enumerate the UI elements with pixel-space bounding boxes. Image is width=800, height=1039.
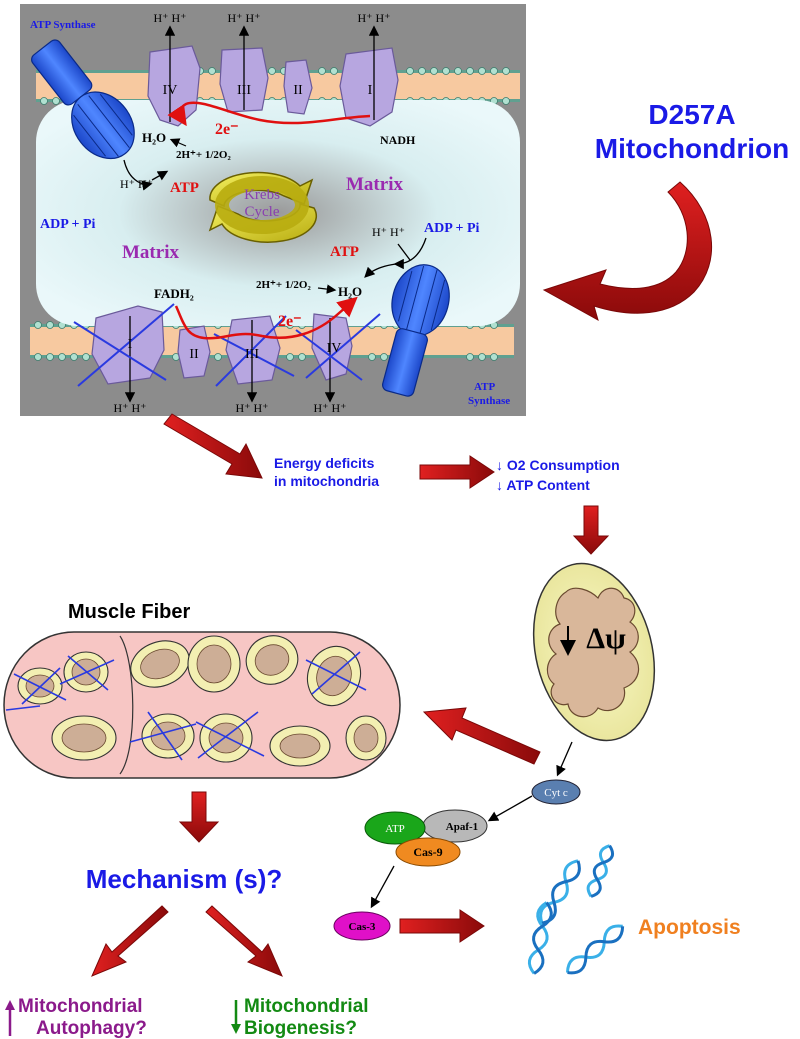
proton-pair-top-iv: H⁺ H⁺ bbox=[154, 11, 187, 25]
atp-top: ATP bbox=[170, 180, 199, 196]
complex-iii-bottom-label: III bbox=[245, 347, 259, 362]
electron-path-bottom bbox=[174, 296, 358, 340]
atp-synthase-top bbox=[31, 39, 135, 160]
muscle-mito-crosses bbox=[5, 651, 367, 761]
complex-ii-top bbox=[283, 59, 313, 115]
depolarized-mitochondrion bbox=[532, 562, 656, 742]
energy-deficits-line-1: Energy deficits bbox=[274, 455, 375, 471]
curved-red-arrow bbox=[542, 181, 713, 322]
energy-deficits-line-2: in mitochondria bbox=[274, 473, 379, 489]
proton-pair-matrix-bottom: H⁺ H⁺ bbox=[372, 225, 405, 239]
complex-iv-top bbox=[147, 45, 201, 127]
oxygen-reaction-bottom: 2H⁺+ 1/2O₂ bbox=[256, 279, 311, 291]
autophagy-line-1: Mitochondrial bbox=[18, 996, 143, 1017]
adp-pi-top: ADP + Pi bbox=[40, 217, 96, 232]
adp-pi-bottom: ADP + Pi bbox=[424, 221, 480, 236]
cas3-label: Cas-3 bbox=[349, 921, 376, 933]
atp-oval-label: ATP bbox=[385, 823, 405, 835]
biogenesis-line-1: Mitochondrial bbox=[244, 996, 369, 1017]
cyt-c-label: Cyt c bbox=[544, 787, 568, 799]
atp-synthase-bottom-label-1: ATP bbox=[474, 381, 495, 393]
atp-oval bbox=[364, 811, 426, 845]
arrow-cas3-to-dna bbox=[399, 909, 485, 943]
electrons-top: 2e⁻ bbox=[215, 121, 239, 138]
proton-pair-top-i: H⁺ H⁺ bbox=[358, 11, 391, 25]
cas9-label: Cas-9 bbox=[413, 845, 442, 859]
water-arrow-top bbox=[169, 138, 187, 148]
arrow-to-biogenesis bbox=[205, 905, 283, 977]
complex-iv-bottom-label: IV bbox=[327, 341, 342, 356]
fadh2-label: FADH₂ bbox=[154, 286, 194, 301]
proton-pair-matrix-top: H⁺ H⁺ bbox=[120, 177, 153, 191]
biogenesis-line-2: Biogenesis? bbox=[244, 1018, 357, 1039]
proton-pair-top-iii: H⁺ H⁺ bbox=[228, 11, 261, 25]
complex-iii-top-label: III bbox=[237, 83, 251, 98]
cyt-c-oval bbox=[531, 779, 581, 805]
title-line-1: D257A bbox=[648, 99, 735, 130]
atp-synthase-bottom bbox=[382, 264, 450, 397]
proton-pair-bottom-i: H⁺ H⁺ bbox=[114, 401, 147, 415]
apoptosis-label: Apoptosis bbox=[638, 916, 741, 939]
dna-fragments bbox=[527, 844, 625, 975]
electron-path-top bbox=[167, 101, 371, 127]
arrow-panel-to-energy bbox=[163, 413, 263, 479]
arrow-muscle-to-mechanism bbox=[178, 791, 220, 843]
autophagy-line-2: Autophagy? bbox=[36, 1018, 147, 1039]
muscle-fiber-cut bbox=[119, 635, 134, 775]
water-top: H₂O bbox=[142, 130, 166, 145]
complex-iv-top-label: IV bbox=[163, 83, 178, 98]
apaf1-label: Apaf-1 bbox=[446, 821, 478, 833]
synthase-flow-top bbox=[123, 159, 153, 191]
cas3-oval bbox=[333, 911, 391, 941]
complex-ii-top-label: II bbox=[293, 83, 303, 98]
arrow-energy-to-o2 bbox=[419, 455, 495, 489]
complex-ii-bottom-label: II bbox=[189, 347, 199, 362]
atp-synthase-bottom-label-2: Synthase bbox=[468, 395, 510, 407]
complex-i-top-label: I bbox=[368, 83, 373, 98]
cycle-label: Cycle bbox=[245, 204, 280, 220]
complex-i-top bbox=[339, 47, 399, 127]
bottom-complexes bbox=[91, 305, 353, 385]
mechanism-label: Mechanism (s)? bbox=[86, 864, 283, 894]
title-line-2: Mitochondrion bbox=[595, 133, 789, 164]
atp-content: ↓ ATP Content bbox=[496, 477, 590, 493]
proton-pair-bottom-iii: H⁺ H⁺ bbox=[236, 401, 269, 415]
top-complexes bbox=[147, 45, 399, 127]
arrow-mito-to-muscle bbox=[422, 707, 541, 765]
complex-i-bottom-label: I bbox=[128, 337, 133, 352]
water-bottom: H₂O bbox=[338, 284, 362, 299]
delta-psi: Δψ bbox=[586, 622, 626, 655]
matrix-region bbox=[36, 100, 520, 326]
muscle-fiber-title: Muscle Fiber bbox=[68, 601, 190, 623]
proton-pair-bottom-iv: H⁺ H⁺ bbox=[314, 401, 347, 415]
krebs-label: Krebs bbox=[244, 187, 280, 203]
o2-consumption: ↓ O2 Consumption bbox=[496, 457, 620, 473]
blocked-crosses bbox=[73, 303, 381, 387]
electrons-bottom: 2e⁻ bbox=[278, 313, 302, 330]
arrow-to-autophagy bbox=[91, 905, 169, 977]
complex-i-bottom bbox=[91, 305, 165, 385]
matrix-label-right: Matrix bbox=[346, 174, 403, 195]
cas9-oval bbox=[395, 837, 461, 867]
synthase-flow-bottom bbox=[364, 263, 397, 278]
nadh-label: NADH bbox=[380, 133, 416, 147]
atp-synthase-top-label: ATP Synthase bbox=[30, 19, 96, 31]
arrow-down-to-mito bbox=[572, 505, 610, 555]
matrix-label-left: Matrix bbox=[122, 242, 179, 263]
atp-bottom: ATP bbox=[330, 244, 359, 260]
oxygen-reaction-top: 2H⁺+ 1/2O₂ bbox=[176, 149, 231, 161]
complex-ii-bottom bbox=[177, 325, 211, 379]
krebs-cycle bbox=[208, 171, 318, 243]
